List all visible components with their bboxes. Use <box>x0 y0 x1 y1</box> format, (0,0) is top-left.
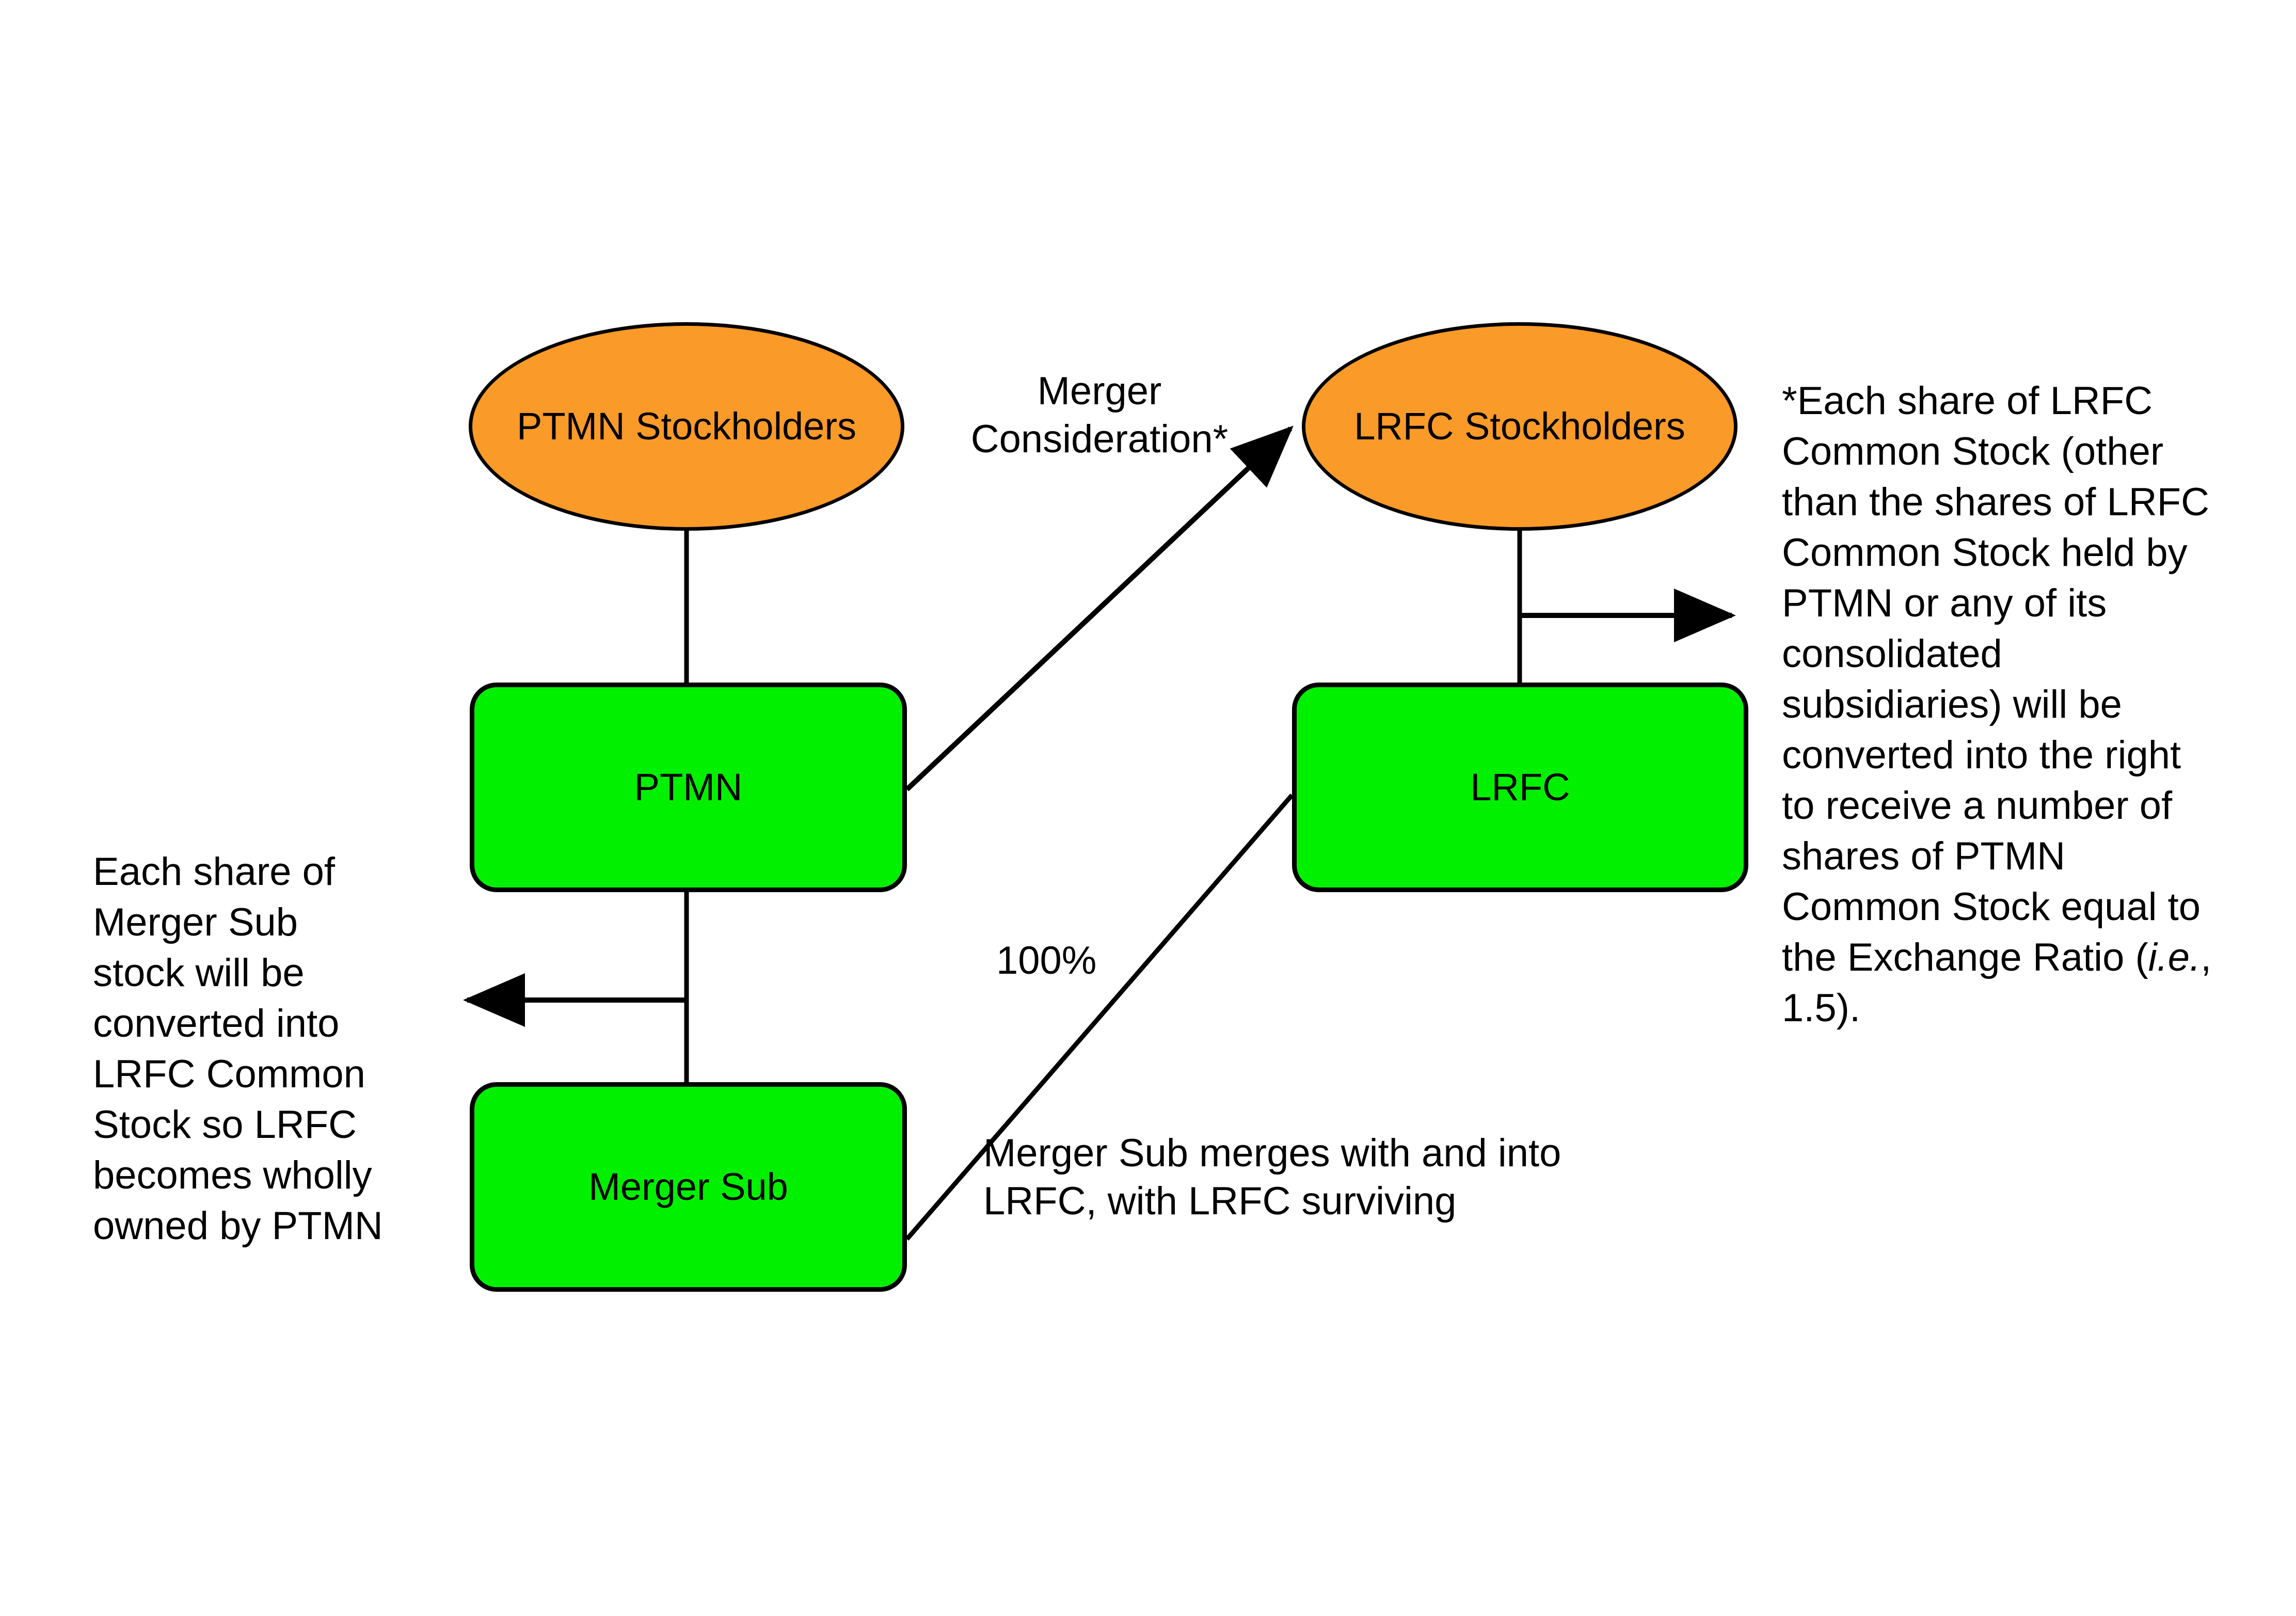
node-lrfc-stockholders-label: LRFC Stockholders <box>1354 405 1685 448</box>
edge-merger-consideration-arrow <box>905 425 1294 791</box>
note-footnote-exchange-ratio: *Each share of LRFC Common Stock (other … <box>1782 376 2215 1034</box>
node-lrfc-stockholders[interactable]: LRFC Stockholders <box>1302 322 1737 531</box>
note-merger-sub-conversion: Each share of Merger Sub stock will be c… <box>93 850 383 1248</box>
footnote-text-part2: , 1.5). <box>1782 936 2212 1031</box>
edge-merger-sub-to-lrfc-100pct <box>905 794 1294 1241</box>
edge-label-ownership-percent: 100% <box>996 939 1097 983</box>
node-ptmn-stockholders-label: PTMN Stockholders <box>517 405 856 448</box>
footnote-text-italic: i.e. <box>2148 936 2201 980</box>
footnote-text-part1: *Each share of LRFC Common Stock (other … <box>1782 379 2209 980</box>
node-lrfc-label: LRFC <box>1470 766 1570 809</box>
node-ptmn[interactable]: PTMN <box>470 683 907 892</box>
node-ptmn-label: PTMN <box>634 766 743 809</box>
node-merger-sub-label: Merger Sub <box>588 1165 788 1209</box>
edge-label-merger-sub-merges: Merger Sub merges with and into LRFC, wi… <box>983 1131 1561 1223</box>
node-lrfc[interactable]: LRFC <box>1292 683 1748 892</box>
node-merger-sub[interactable]: Merger Sub <box>470 1082 907 1292</box>
edge-label-merger-consideration: Merger Consideration* <box>970 369 1229 461</box>
node-ptmn-stockholders[interactable]: PTMN Stockholders <box>469 322 904 531</box>
